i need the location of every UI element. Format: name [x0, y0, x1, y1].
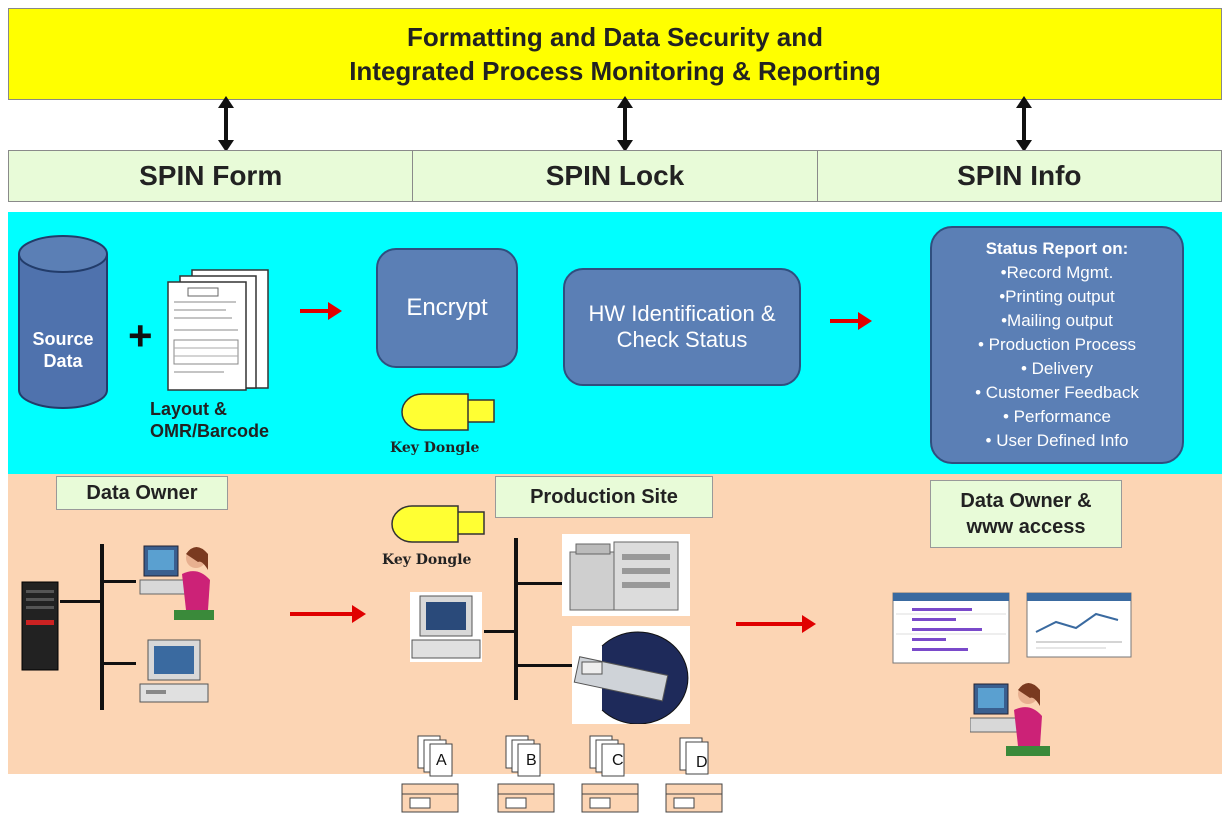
key-dongle-label-lower: Key Dongle — [382, 552, 472, 568]
www-user-icon — [970, 683, 1050, 756]
hw-identification-box: HW Identification & Check Status — [563, 268, 801, 386]
arrow-to-www — [736, 615, 816, 633]
desktop-pc-icon — [139, 639, 209, 703]
owner-network-line — [100, 544, 104, 710]
banner-line-2: Integrated Process Monitoring & Reportin… — [349, 56, 881, 86]
mail-label-b: B — [526, 752, 537, 769]
production-link-pc — [484, 630, 516, 633]
key-dongle-icon — [401, 393, 495, 431]
mail-label-a: A — [436, 752, 447, 769]
user-at-computer-icon — [139, 545, 214, 620]
arrow-to-encrypt — [300, 302, 342, 320]
web-report-screen-1 — [892, 592, 1010, 664]
module-spin-form: SPIN Form — [9, 151, 414, 201]
inserter-machine-icon — [572, 626, 690, 724]
web-report-screen-2 — [1026, 592, 1132, 658]
module-bar: SPIN Form SPIN Lock SPIN Info — [8, 150, 1222, 202]
arrow-to-production — [290, 605, 366, 623]
production-site-label: Production Site — [495, 476, 713, 518]
top-banner: Formatting and Data Security and Integra… — [8, 8, 1222, 100]
source-data-cylinder — [18, 235, 108, 409]
double-arrows — [218, 96, 1032, 152]
data-owner-label: Data Owner — [56, 476, 228, 510]
production-pc-icon — [410, 592, 482, 662]
key-dongle-label: Key Dongle — [390, 440, 480, 456]
module-spin-lock: SPIN Lock — [413, 151, 818, 201]
server-icon — [21, 581, 59, 671]
status-report-title: Status Report on: — [985, 239, 1129, 258]
key-dongle-icon-lower — [391, 505, 485, 543]
mail-piece-b — [497, 735, 555, 813]
mail-piece-d — [665, 737, 723, 813]
production-link-printer — [514, 582, 564, 585]
layout-label: Layout & OMR/Barcode — [150, 399, 270, 441]
arrow-to-status — [830, 312, 872, 330]
data-owner-www-label: Data Owner & www access — [930, 480, 1122, 548]
double-arrow-lock — [617, 96, 633, 152]
source-data-label: Source Data — [32, 329, 94, 371]
owner-link-user — [100, 580, 136, 583]
status-item-production-process: • Production Process — [977, 335, 1137, 354]
mail-piece-a — [401, 735, 459, 813]
production-link-inserter — [514, 664, 572, 667]
owner-link-pc — [100, 662, 136, 665]
status-item-mailing-output: •Mailing output — [1001, 311, 1113, 330]
double-arrow-form — [218, 96, 234, 152]
mail-label-c: C — [612, 752, 624, 769]
status-item-performance: • Performance — [1003, 407, 1111, 426]
mail-label-d: D — [696, 754, 708, 771]
module-spin-info: SPIN Info — [817, 151, 1221, 201]
owner-link-server — [60, 600, 102, 603]
mail-piece-c — [581, 735, 639, 813]
status-item-user-defined-info: • User Defined Info — [985, 431, 1129, 450]
printer-icon — [562, 534, 690, 616]
layout-document-icon — [167, 269, 269, 391]
plus-sign: + — [128, 312, 153, 359]
status-report-box: Status Report on: •Record Mgmt. •Printin… — [930, 226, 1184, 464]
encrypt-box: Encrypt — [376, 248, 518, 368]
production-network-line — [514, 538, 518, 700]
status-item-delivery: • Delivery — [1020, 359, 1094, 378]
double-arrow-info — [1016, 96, 1032, 152]
status-item-record-mgmt: •Record Mgmt. — [1000, 263, 1114, 282]
banner-line-1: Formatting and Data Security and — [406, 22, 824, 52]
status-item-customer-feedback: • Customer Feedback — [975, 383, 1139, 402]
status-item-printing-output: •Printing output — [999, 287, 1115, 306]
